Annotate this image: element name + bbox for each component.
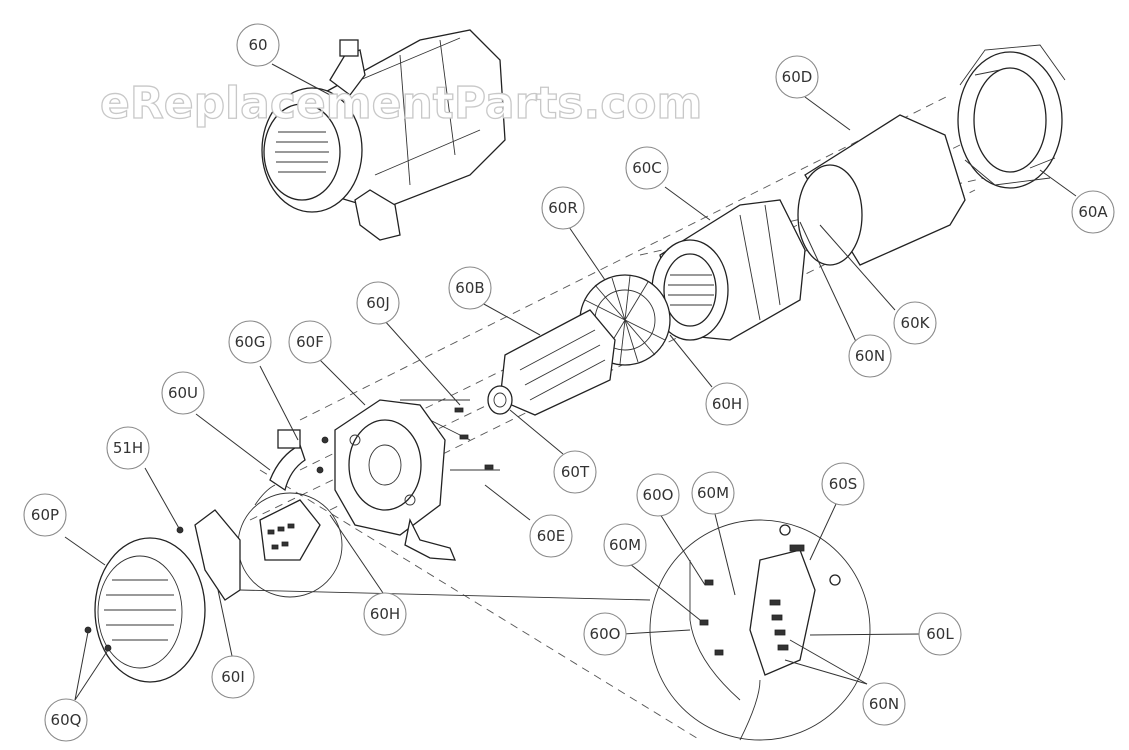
callout-60S: 60S xyxy=(821,462,865,506)
callout-60M-lower: 60M xyxy=(603,523,647,567)
callout-60C: 60C xyxy=(625,146,669,190)
callout-label: 60L xyxy=(926,625,954,643)
callout-label: 60E xyxy=(537,527,566,545)
callout-60O-lower: 60O xyxy=(583,612,627,656)
callout-51H: 51H xyxy=(106,426,150,470)
callout-60O-upper: 60O xyxy=(636,473,680,517)
callout-label: 60R xyxy=(548,199,578,217)
rotor-assembly xyxy=(487,274,671,416)
stator-cover-cylinder xyxy=(797,114,966,266)
callout-label: 60B xyxy=(455,279,484,297)
callout-60H-upper: 60H xyxy=(705,382,749,426)
callout-60P: 60P xyxy=(23,493,67,537)
end-cover xyxy=(84,526,206,683)
callout-label: 60H xyxy=(712,395,742,413)
callout-label: 60P xyxy=(31,506,59,524)
wiring-harness xyxy=(254,429,329,506)
brush-holder-detail xyxy=(194,492,343,601)
callout-label: 51H xyxy=(113,439,143,457)
callout-60A: 60A xyxy=(1071,190,1115,234)
callout-label: 60J xyxy=(366,294,390,312)
callout-60T: 60T xyxy=(553,450,597,494)
callout-60F: 60F xyxy=(288,320,332,364)
callout-60L: 60L xyxy=(918,612,962,656)
callout-60E: 60E xyxy=(529,514,573,558)
assembled-alternator xyxy=(261,29,506,241)
callout-label: 60Q xyxy=(51,711,82,729)
callout-60N-upper: 60N xyxy=(848,334,892,378)
callout-label: 60M xyxy=(609,536,641,554)
leader-lines xyxy=(64,63,1077,701)
callout-60M-upper: 60M xyxy=(691,471,735,515)
callout-60D: 60D xyxy=(775,55,819,99)
callout-60: 60 xyxy=(236,23,280,67)
callout-60Q: 60Q xyxy=(44,698,88,742)
callout-label: 60N xyxy=(869,695,899,713)
callout-label: 60O xyxy=(590,625,621,643)
callout-label: 60K xyxy=(901,314,931,332)
callout-label: 60N xyxy=(855,347,885,365)
callout-label: 60F xyxy=(296,333,324,351)
callout-label: 60S xyxy=(829,475,858,493)
callout-label: 60O xyxy=(643,486,674,504)
callout-60G: 60G xyxy=(228,320,272,364)
callout-60R: 60R xyxy=(541,186,585,230)
callout-60H-lower: 60H xyxy=(363,592,407,636)
callout-label: 60A xyxy=(1078,203,1108,221)
callout-label: 60D xyxy=(782,68,813,86)
callout-label: 60U xyxy=(168,384,198,402)
through-bolts xyxy=(400,399,500,471)
callout-label: 60T xyxy=(561,463,590,481)
callout-60J: 60J xyxy=(356,281,400,325)
terminal-board-detail xyxy=(239,519,871,741)
callout-label: 60C xyxy=(632,159,662,177)
front-end-bracket xyxy=(334,399,457,561)
callout-label: 60H xyxy=(370,605,400,623)
callout-60K: 60K xyxy=(893,301,937,345)
callout-label: 60I xyxy=(221,668,245,686)
callout-label: 60G xyxy=(235,333,266,351)
callout-60B: 60B xyxy=(448,266,492,310)
callout-60U: 60U xyxy=(161,371,205,415)
callout-60N-lower: 60N xyxy=(862,682,906,726)
rear-bracket-ring xyxy=(957,44,1066,189)
watermark-text: eReplacementParts.com xyxy=(100,78,702,129)
callout-label: 60 xyxy=(248,36,267,54)
callout-60I: 60I xyxy=(211,655,255,699)
stator xyxy=(651,199,806,341)
callout-label: 60M xyxy=(697,484,729,502)
